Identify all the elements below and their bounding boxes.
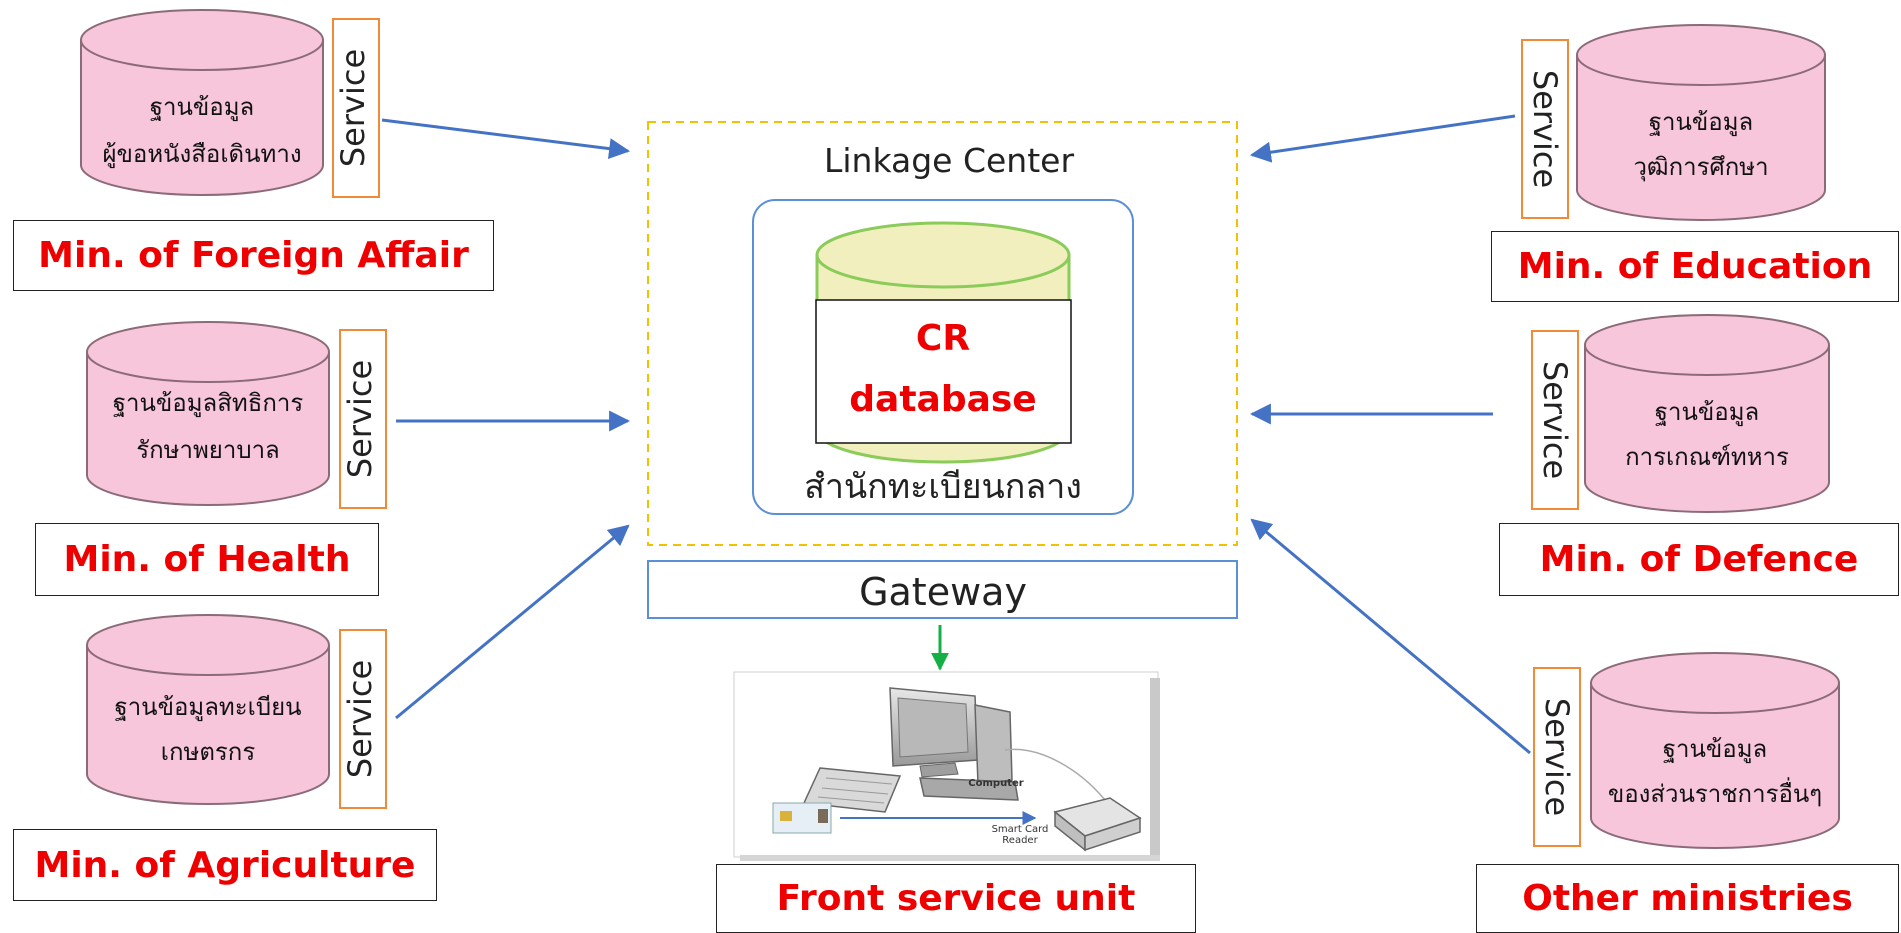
linkage-center-frame — [647, 121, 1238, 546]
db-foreign-line1: ฐานข้อมูล — [150, 93, 254, 122]
db-health-line1: ฐานข้อมูลสิทธิการ — [113, 389, 304, 418]
cr-database-label-line1: CR — [916, 318, 970, 359]
other-to-linkage-arrow — [1250, 518, 1531, 755]
ministry-label-foreign: Min. of Foreign Affair — [13, 220, 494, 291]
service-label-education: Service — [1526, 70, 1564, 188]
agriculture-to-linkage-arrow — [395, 524, 630, 720]
linkage-center-title: Linkage Center — [824, 141, 1074, 180]
service-box-agriculture — [339, 629, 387, 809]
service-label-agriculture: Service — [341, 660, 379, 778]
computer-caption: Computer — [968, 778, 1023, 789]
smart-card-reader-icon — [1053, 797, 1142, 852]
cr-database-label-line2: database — [849, 379, 1036, 420]
ministry-label-other: Other ministries — [1476, 864, 1899, 933]
foreign-to-linkage-arrow — [381, 118, 631, 160]
service-label-other: Service — [1538, 698, 1576, 816]
db-agriculture-line1: ฐานข้อมูลทะเบียน — [114, 693, 301, 722]
smart-card-icon — [772, 802, 832, 834]
service-box-health — [339, 329, 387, 509]
db-foreign-line2: ผู้ขอหนังสือเดินทาง — [102, 140, 301, 169]
database-cylinder-agriculture — [86, 614, 330, 805]
front-service-unit-label: Front service unit — [716, 864, 1196, 933]
gateway-label: Gateway — [859, 570, 1027, 614]
service-label-defence: Service — [1536, 361, 1574, 479]
db-education-line2: วุฒิการศึกษา — [1633, 153, 1768, 182]
db-agriculture-line2: เกษตรกร — [161, 738, 256, 766]
gateway-box — [647, 560, 1238, 619]
db-other-line2: ของส่วนราชการอื่นๆ — [1608, 777, 1822, 808]
service-label-foreign: Service — [334, 49, 372, 167]
central-registry-caption: สำนักทะเบียนกลาง — [804, 467, 1082, 507]
database-cylinder-defence — [1584, 314, 1830, 513]
database-cylinder-education — [1576, 24, 1826, 221]
db-defence-line2: การเกณฑ์ทหาร — [1625, 443, 1789, 471]
ministry-label-defence: Min. of Defence — [1499, 523, 1899, 596]
db-health-line2: รักษาพยาบาล — [136, 436, 280, 464]
db-education-line1: ฐานข้อมูล — [1649, 108, 1753, 137]
front-service-terminal-image: Computer Smart Card Reader — [733, 671, 1160, 861]
ministry-label-agriculture: Min. of Agriculture — [13, 829, 437, 901]
computer-icon — [802, 687, 1106, 813]
education-to-linkage-arrow — [1249, 114, 1516, 163]
service-box-other — [1533, 667, 1581, 847]
cr-database-label-box — [815, 299, 1072, 444]
reader-caption-2: Reader — [1002, 835, 1038, 846]
reader-caption-1: Smart Card — [992, 824, 1049, 835]
ministry-label-education: Min. of Education — [1491, 231, 1899, 302]
ministry-label-health: Min. of Health — [35, 523, 379, 596]
db-other-line1: ฐานข้อมูล — [1663, 735, 1767, 764]
database-cylinder-foreign — [80, 9, 324, 196]
service-label-health: Service — [341, 360, 379, 478]
service-box-foreign — [332, 18, 380, 198]
db-defence-line1: ฐานข้อมูล — [1655, 398, 1759, 427]
database-cylinder-other — [1590, 652, 1840, 849]
database-cylinder-health — [86, 321, 330, 506]
service-box-defence — [1531, 330, 1579, 510]
service-box-education — [1521, 39, 1569, 219]
